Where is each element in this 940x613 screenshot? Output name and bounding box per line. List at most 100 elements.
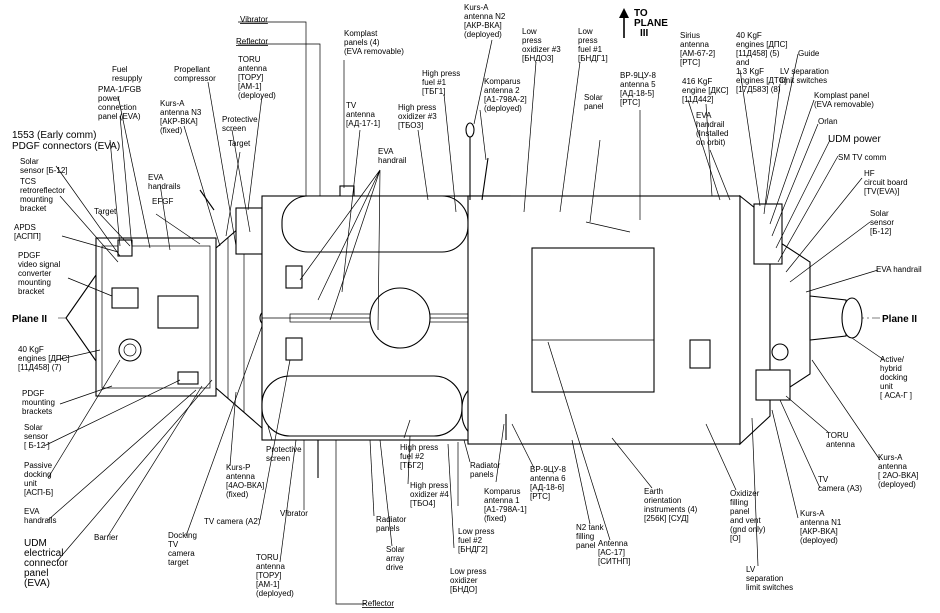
- leader-passive-dock: [47, 359, 121, 479]
- leader-hp-fuel2: [403, 419, 411, 439]
- label-vibrator-bottom: Vibrator: [280, 509, 308, 518]
- leader-pdgf-video: [67, 277, 113, 297]
- label-orlan: Orlan: [818, 117, 838, 126]
- sm-tv-port: [771, 343, 789, 361]
- tank-hp-oxidizer-4: [261, 375, 463, 437]
- leader-active-dock: [851, 337, 885, 361]
- leader-eva-right: [805, 269, 879, 293]
- leader-kurs-p: [229, 391, 237, 467]
- leader-radiator-right: [463, 439, 471, 463]
- leader-hp-oxid4: [407, 435, 411, 485]
- leader-lv-sep-top: [763, 83, 781, 215]
- leader-sm-tv: [777, 155, 839, 263]
- label-komplast-right: Komplast panel(EVA removable): [814, 91, 874, 109]
- leader-kurs-n2: [473, 39, 493, 125]
- leader-kurs-a-right: [811, 359, 881, 461]
- module-structure: [58, 122, 880, 478]
- label-sm-tv: SM TV comm: [838, 153, 887, 162]
- leader-pdgf-brackets: [59, 385, 113, 405]
- eva-handrail-orbit-bar: [585, 221, 631, 233]
- toru-right-box: [755, 369, 791, 401]
- leader-hf-board: [785, 177, 863, 273]
- plane-iii-arrow-head: [619, 8, 629, 18]
- leader-lp-fuel1: [559, 61, 581, 213]
- leader-protective-bottom: [267, 425, 273, 441]
- leader-tv-antenna: [341, 129, 361, 293]
- leader-eva-handrail-top: [299, 169, 381, 331]
- leader-reflector-top: [238, 43, 321, 196]
- leader-oxidizer-fill: [705, 423, 737, 491]
- leader-guide: [765, 53, 799, 205]
- leader-docking-tv: [185, 325, 263, 537]
- leader-lines: [43, 21, 885, 605]
- leader-tcs: [59, 195, 119, 263]
- radiator-panel: [531, 247, 655, 393]
- leader-udm-connector: [57, 379, 213, 561]
- label-plane-ii-left: Plane II: [12, 314, 47, 325]
- leader-reflector-bottom: [335, 440, 366, 605]
- label-early-comm: 1553 (Early comm)PDGF connectors (EVA): [12, 130, 120, 152]
- target-mast: [199, 189, 215, 211]
- tv-antenna-box: [285, 265, 303, 289]
- leader-target-top: [225, 151, 241, 237]
- komparus-2-mast: [481, 157, 489, 201]
- leader-komparus1: [495, 423, 505, 483]
- leader-eva-left: [47, 389, 197, 521]
- leader-barrier: [107, 385, 203, 537]
- tank-hp-oxidizer-3: [281, 195, 469, 253]
- leader-hp-oxid3: [417, 129, 429, 201]
- leader-orlan: [771, 123, 819, 237]
- leader-komparus2: [479, 109, 487, 161]
- label-apds: APDS[АСПП]: [14, 223, 41, 241]
- leader-n2-tank: [571, 439, 591, 525]
- leader-apds: [61, 235, 119, 253]
- label-reflector-top: Reflector: [236, 37, 268, 46]
- leader-solar-drive: [379, 439, 393, 547]
- label-plane-ii-right: Plane II: [882, 314, 917, 325]
- leader-target-left: [99, 213, 131, 247]
- leader-pma: [119, 115, 133, 249]
- label-ac17: Antenna[АС-17][СИТНП]: [598, 539, 630, 566]
- leader-radiator-left: [369, 439, 375, 517]
- leader-fuel-resupply: [117, 95, 151, 249]
- label-eva-right: EVA handrail: [876, 265, 922, 274]
- leader-ac17: [547, 341, 611, 541]
- leader-protective-top: [231, 129, 251, 233]
- leader-kgf40-right: [739, 69, 761, 207]
- label-target-left: Target: [94, 207, 117, 216]
- label-reflector-bottom: Reflector: [362, 599, 394, 608]
- docking-probe: [841, 297, 863, 339]
- toru-mount-top: [235, 207, 263, 255]
- leader-earth-orient: [611, 437, 653, 489]
